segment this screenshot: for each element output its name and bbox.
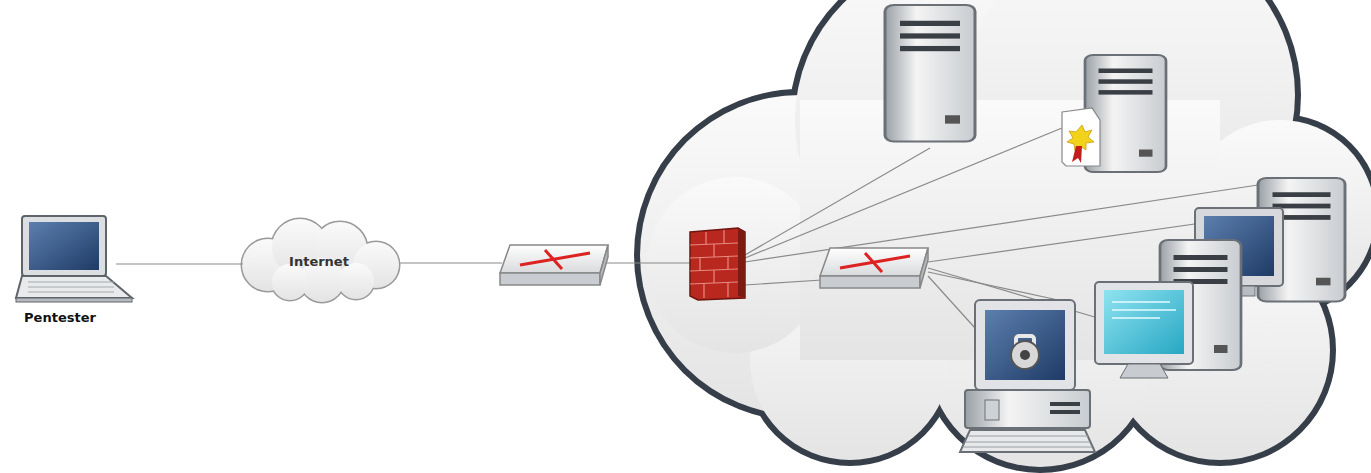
device-label: Pentester xyxy=(0,310,140,325)
laptop-node: Pentester xyxy=(10,212,140,325)
network-link xyxy=(116,263,243,264)
cloud-label: Internet xyxy=(289,254,349,269)
laptop-icon xyxy=(10,212,140,304)
cloud-node: Internet xyxy=(235,226,403,302)
